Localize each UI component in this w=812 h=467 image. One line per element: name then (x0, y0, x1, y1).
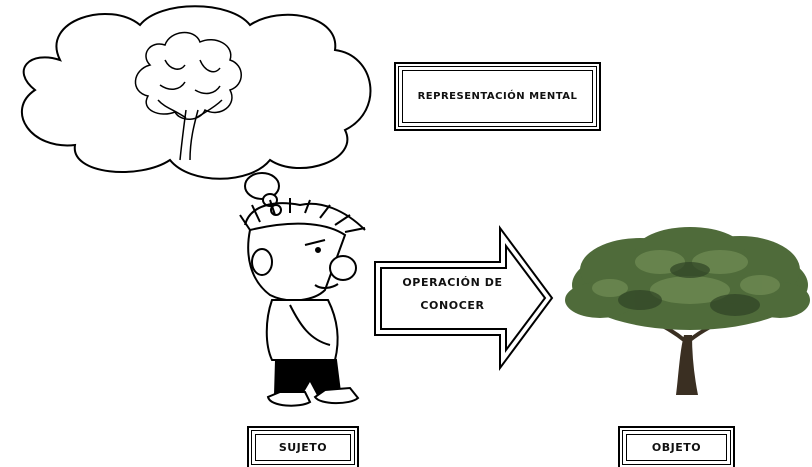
subject-character-icon (239, 198, 366, 407)
object-label: Objeto (618, 426, 735, 467)
subject-label: Sujeto (247, 426, 359, 467)
thought-cloud (21, 5, 372, 180)
operation-label: Operación de Conocer (390, 276, 515, 312)
mental-representation-label: Representación Mental (394, 62, 601, 131)
tree-sketch-icon (134, 31, 242, 161)
thought-bubbles (244, 172, 282, 216)
operation-line2: Conocer (420, 299, 485, 312)
operation-line1: Operación de (402, 276, 503, 289)
subject-text: Sujeto (278, 441, 328, 454)
mental-representation-text: Representación Mental (417, 91, 578, 102)
operation-arrow (374, 224, 554, 372)
real-tree-icon (565, 227, 810, 395)
object-text: Objeto (651, 441, 702, 454)
